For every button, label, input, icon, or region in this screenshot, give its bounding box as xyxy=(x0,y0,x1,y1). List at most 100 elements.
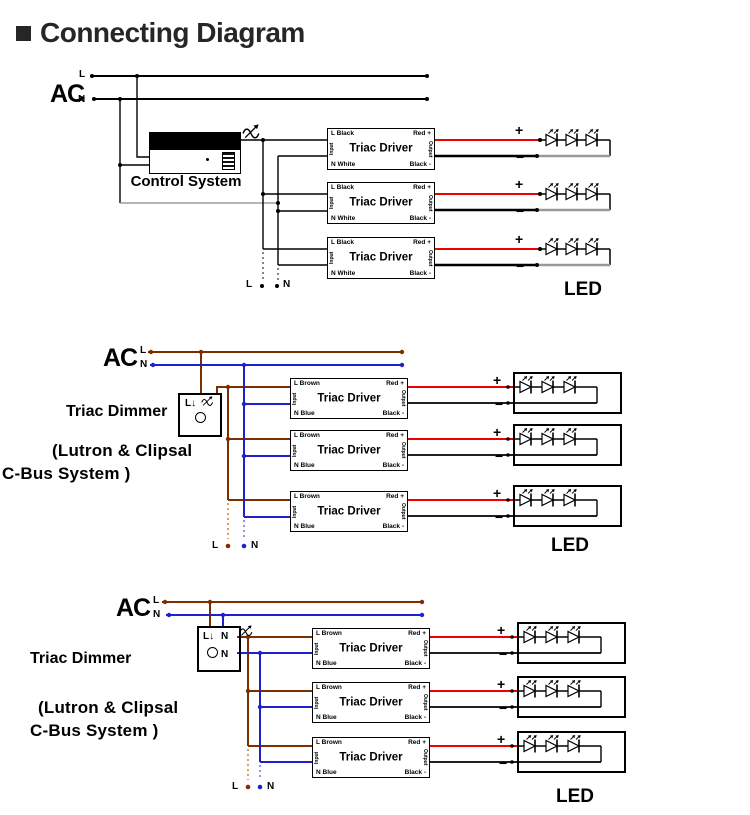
led-group-label: LED xyxy=(564,279,602,300)
polarity-minus-label: − xyxy=(499,700,508,716)
driver-output-neg-label: Black - xyxy=(404,660,426,667)
system-note-line1: (Lutron & Clipsal xyxy=(52,441,193,460)
triac-driver-box: L Brown N Blue Input Triac Driver Red + … xyxy=(312,682,430,723)
terminal-l-label: L xyxy=(212,540,219,551)
led-group-label: LED xyxy=(556,786,594,807)
polarity-minus-label: − xyxy=(516,258,525,274)
polarity-minus-label: − xyxy=(495,448,504,464)
driver-input-l-label: L Brown xyxy=(316,684,342,691)
driver-output-pos-label: Red + xyxy=(408,739,426,746)
polarity-plus-label: + xyxy=(493,485,502,501)
led-module-box xyxy=(513,372,622,414)
driver-input-n-label: N White xyxy=(331,215,356,222)
polarity-minus-label: − xyxy=(516,203,525,219)
system-note-line1: (Lutron & Clipsal xyxy=(38,698,179,717)
driver-input-l-label: L Brown xyxy=(294,432,320,439)
dimmer-knob-icon xyxy=(207,647,218,658)
led-group-label: LED xyxy=(551,535,589,556)
triac-driver-box: L Brown N Blue Input Triac Driver Red + … xyxy=(312,737,430,778)
driver-output-pos-label: Red + xyxy=(408,630,426,637)
polarity-plus-label: + xyxy=(515,231,524,247)
control-system-led-dot-icon xyxy=(206,158,209,161)
driver-output-neg-label: Black - xyxy=(409,270,431,277)
led-module-box xyxy=(513,424,622,466)
polarity-plus-label: + xyxy=(493,424,502,440)
ac-line-l-label-3: L xyxy=(153,595,160,606)
driver-input-n-label: N Blue xyxy=(294,410,315,417)
driver-output-pos-label: Red + xyxy=(386,432,404,439)
system-note-line2: C-Bus System ) xyxy=(30,721,159,740)
diagram2-wires xyxy=(148,351,598,539)
driver-input-l-label: L Brown xyxy=(316,630,342,637)
polarity-plus-label: + xyxy=(497,676,506,692)
polarity-minus-label: − xyxy=(495,396,504,412)
ac-line-l-label-1: L xyxy=(79,69,86,80)
driver-output-neg-label: Black - xyxy=(382,462,404,469)
driver-output-pos-label: Red + xyxy=(386,380,404,387)
driver-title: Triac Driver xyxy=(349,142,413,155)
diagram2-junction-dots xyxy=(148,349,510,549)
driver-input-l-label: L Brown xyxy=(316,739,342,746)
control-system-connector-icon xyxy=(222,152,235,170)
triac-driver-box: L Brown N Blue Input Triac Driver Red + … xyxy=(290,430,408,471)
driver-input-l-label: L Brown xyxy=(294,493,320,500)
driver-input-n-label: N White xyxy=(331,161,356,168)
led-module-box xyxy=(517,676,626,718)
driver-output-pos-label: Red + xyxy=(413,184,431,191)
ac-label-3: AC xyxy=(116,594,151,622)
driver-output-side-label: Output xyxy=(400,390,406,407)
driver-output-pos-label: Red + xyxy=(408,684,426,691)
triac-driver-box: L Black N White Input Triac Driver Red +… xyxy=(327,237,435,279)
diagram3-wires xyxy=(162,601,602,780)
driver-input-l-label: L Black xyxy=(331,184,355,191)
driver-output-neg-label: Black - xyxy=(382,410,404,417)
driver-title: Triac Driver xyxy=(339,751,403,764)
terminal-n-label: N xyxy=(251,540,259,551)
polarity-minus-label: − xyxy=(516,149,525,165)
driver-output-side-label: Output xyxy=(427,194,433,212)
ac-line-l-label-2: L xyxy=(140,345,147,356)
ac-label-1: AC xyxy=(50,80,85,108)
driver-input-n-label: N White xyxy=(331,270,356,277)
polarity-minus-label: − xyxy=(499,646,508,662)
diagram3-junction-dots xyxy=(162,599,514,790)
triac-driver-box: L Black N White Input Triac Driver Red +… xyxy=(327,128,435,170)
dimmer-n-out-label: N xyxy=(221,649,229,660)
driver-input-l-label: L Black xyxy=(331,239,355,246)
driver-title: Triac Driver xyxy=(317,392,381,405)
triac-dimmer-label: Triac Dimmer xyxy=(30,650,132,667)
triac-driver-box: L Brown N Blue Input Triac Driver Red + … xyxy=(290,378,408,419)
polarity-minus-label: − xyxy=(499,755,508,771)
polarity-plus-label: + xyxy=(493,372,502,388)
driver-title: Triac Driver xyxy=(349,251,413,264)
driver-input-l-label: L Brown xyxy=(294,380,320,387)
dimmer-l-label: L↓ xyxy=(203,631,215,642)
diagram1-junction-dots xyxy=(90,74,542,288)
driver-output-pos-label: Red + xyxy=(386,493,404,500)
ac-line-n-label-3: N xyxy=(153,609,161,620)
polarity-plus-label: + xyxy=(497,731,506,747)
driver-title: Triac Driver xyxy=(339,696,403,709)
driver-output-side-label: Output xyxy=(427,140,433,158)
driver-title: Triac Driver xyxy=(349,196,413,209)
control-system-label: Control System xyxy=(130,173,242,190)
triac-driver-box: L Brown N Blue Input Triac Driver Red + … xyxy=(312,628,430,669)
driver-title: Triac Driver xyxy=(317,444,381,457)
led-module-box xyxy=(517,622,626,664)
driver-output-neg-label: Black - xyxy=(404,714,426,721)
driver-output-side-label: Output xyxy=(400,442,406,459)
polarity-minus-label: − xyxy=(495,509,504,525)
driver-input-n-label: N Blue xyxy=(316,714,337,721)
control-system-box xyxy=(149,132,241,174)
driver-output-side-label: Output xyxy=(427,249,433,267)
ac-label-2: AC xyxy=(103,344,138,372)
triac-dimmer-box: L↓ N N xyxy=(197,626,241,672)
terminal-l-label: L xyxy=(232,781,239,792)
driver-output-side-label: Output xyxy=(422,694,428,711)
driver-input-n-label: N Blue xyxy=(294,462,315,469)
dimmer-n-in-label: N xyxy=(221,631,229,642)
dimmer-knob-icon xyxy=(195,412,206,423)
led-module-box xyxy=(513,485,622,527)
